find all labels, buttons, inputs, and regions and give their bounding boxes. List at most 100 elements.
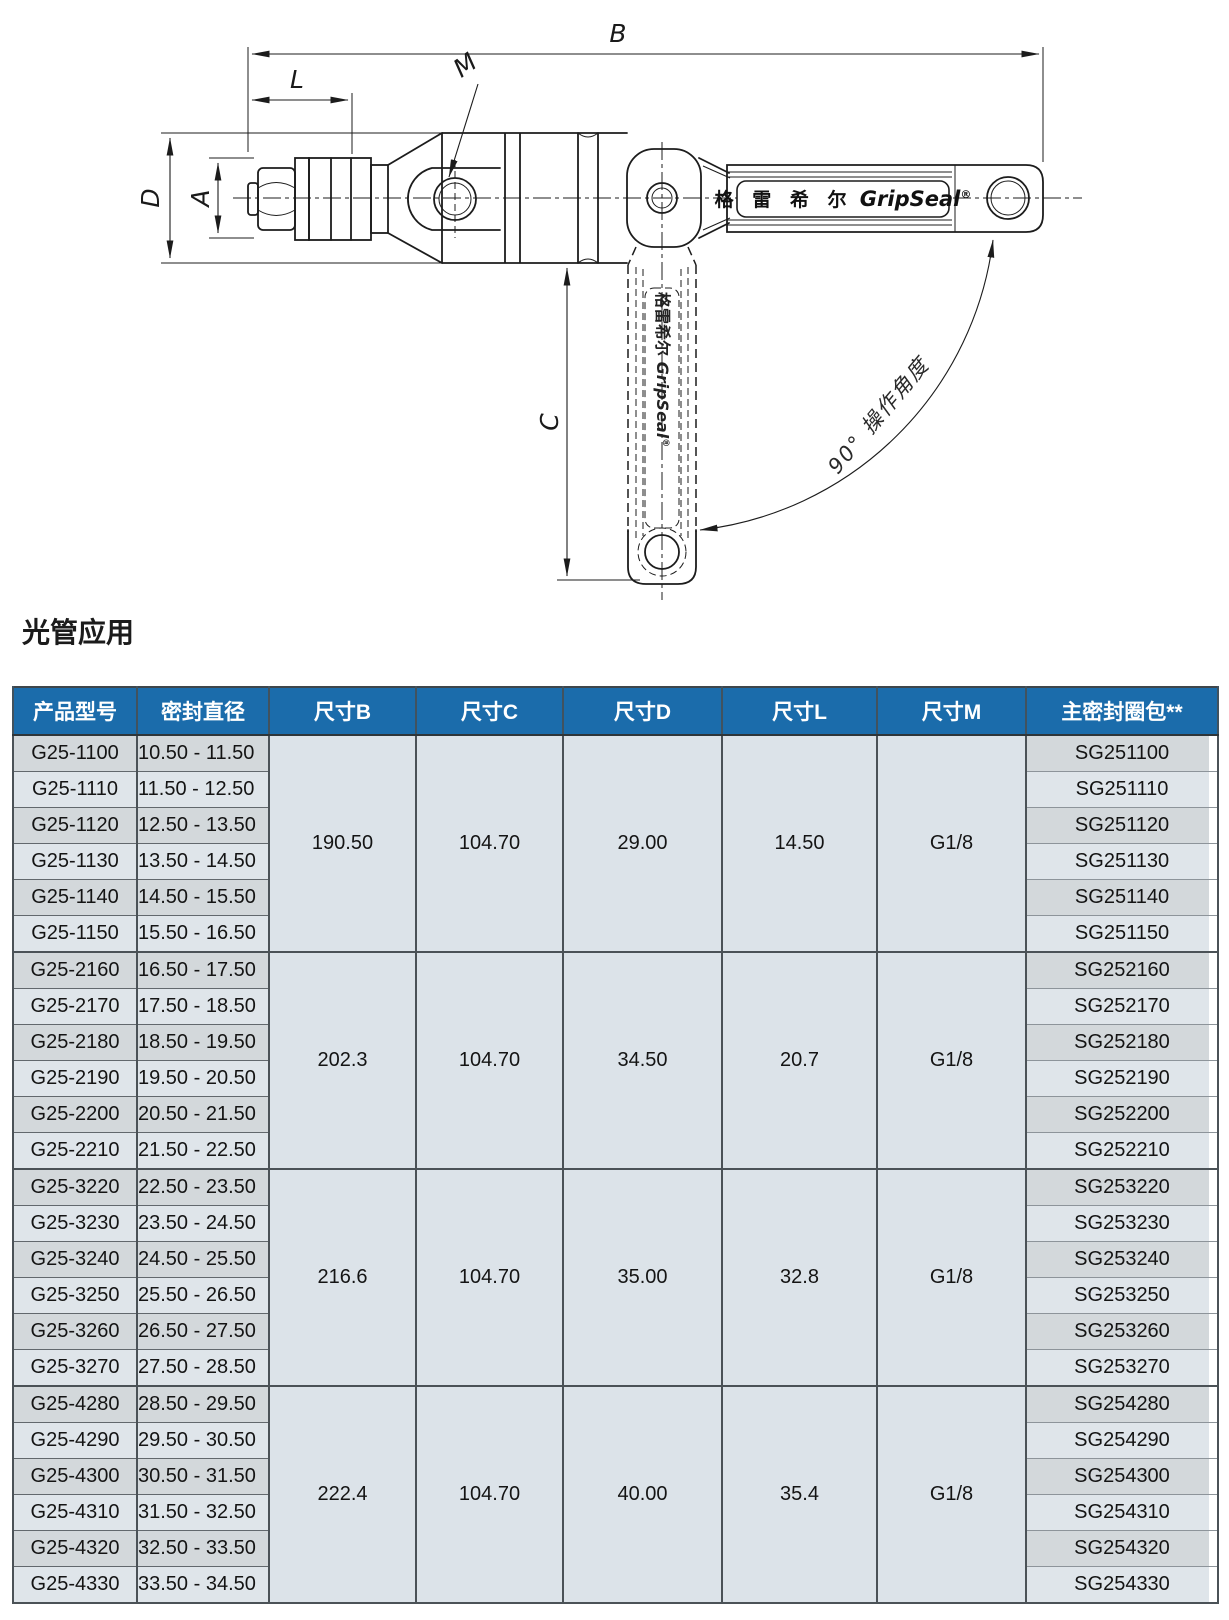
- dim-d-cell: 40.00: [562, 1385, 723, 1604]
- seal-kit-cell: SG251150: [1025, 915, 1219, 953]
- diameter-cell: 14.50 - 15.50: [136, 879, 270, 916]
- model-cell: G25-4300: [12, 1458, 138, 1495]
- leader-line-M: [448, 83, 479, 178]
- dim-l-cell: 14.50: [721, 734, 878, 953]
- dim-d-cell: 34.50: [562, 951, 723, 1170]
- model-cell: G25-4310: [12, 1494, 138, 1531]
- pivot-head: [626, 148, 702, 248]
- vertical-handle-text-en: GripSeal: [653, 356, 672, 439]
- diameter-cell: 20.50 - 21.50: [136, 1096, 270, 1133]
- model-cell: G25-4290: [12, 1422, 138, 1459]
- seal-kit-cell: SG252210: [1025, 1132, 1219, 1170]
- dim-label-L: L: [290, 65, 304, 94]
- dim-label-B: B: [609, 19, 626, 48]
- column-header-7: 主密封圈包**: [1025, 687, 1219, 736]
- dim-c-cell: 104.70: [415, 1385, 564, 1604]
- dim-c-cell: 104.70: [415, 1168, 564, 1387]
- seal-kit-cell: SG251140: [1025, 879, 1219, 916]
- logo-text-cn: 格 雷 希 尔: [715, 188, 853, 211]
- seal-kit-cell: SG253260: [1025, 1313, 1219, 1350]
- handle-taper-inner: [702, 165, 731, 231]
- pivot-pin-outer: [646, 182, 678, 214]
- diameter-cell: 31.50 - 32.50: [136, 1494, 270, 1531]
- model-cell: G25-3250: [12, 1277, 138, 1314]
- diameter-cell: 28.50 - 29.50: [136, 1385, 270, 1423]
- seal-kit-cell: SG254300: [1025, 1458, 1219, 1495]
- seal-kit-cell: SG253240: [1025, 1241, 1219, 1278]
- model-cell: G25-1140: [12, 879, 138, 916]
- diameter-cell: 11.50 - 12.50: [136, 771, 270, 808]
- seal-kit-cell: SG254330: [1025, 1566, 1219, 1604]
- seal-kit-cell: SG251120: [1025, 807, 1219, 844]
- diameter-cell: 25.50 - 26.50: [136, 1277, 270, 1314]
- seal-kit-cell: SG253230: [1025, 1205, 1219, 1242]
- operation-angle-label: 90° 操作角度: [823, 352, 935, 478]
- dim-b-cell: 216.6: [268, 1168, 417, 1387]
- collar: [308, 157, 372, 241]
- clevis-eye: [407, 167, 501, 231]
- column-header-1: 密封直径: [136, 687, 270, 736]
- nose-flange: [294, 157, 310, 241]
- vertical-handle-registered-mark: ®: [660, 438, 670, 447]
- model-cell: G25-3230: [12, 1205, 138, 1242]
- technical-drawing: B L M D A C: [0, 0, 1229, 604]
- seal-kit-cell: SG254290: [1025, 1422, 1219, 1459]
- dim-label-C: C: [535, 413, 564, 431]
- dim-b-cell: 222.4: [268, 1385, 417, 1604]
- seal-kit-cell: SG253220: [1025, 1168, 1219, 1206]
- diameter-cell: 26.50 - 27.50: [136, 1313, 270, 1350]
- diameter-cell: 29.50 - 30.50: [136, 1422, 270, 1459]
- model-cell: G25-3220: [12, 1168, 138, 1206]
- seal-kit-cell: SG253250: [1025, 1277, 1219, 1314]
- diameter-cell: 27.50 - 28.50: [136, 1349, 270, 1387]
- dim-c-cell: 104.70: [415, 951, 564, 1170]
- seal-kit-cell: SG252170: [1025, 988, 1219, 1025]
- vertical-handle-sides: [627, 265, 697, 532]
- pivot-pin-inner: [651, 187, 673, 209]
- dim-b-cell: 202.3: [268, 951, 417, 1170]
- body-groove-lines: [577, 132, 599, 264]
- vertical-handle-plate: [644, 287, 680, 529]
- handle-end-hole-inner: [990, 180, 1026, 216]
- hex-nut: [257, 167, 296, 231]
- column-header-6: 尺寸M: [876, 687, 1027, 736]
- seal-kit-cell: SG251110: [1025, 771, 1219, 808]
- clevis-taper-top: [387, 132, 443, 166]
- seal-kit-cell: SG252180: [1025, 1024, 1219, 1061]
- vertical-handle-neck: [627, 246, 697, 266]
- diameter-cell: 16.50 - 17.50: [136, 951, 270, 989]
- dim-label-M: M: [448, 47, 482, 83]
- body-groove-curves: [577, 132, 599, 264]
- handle-end-hole-outer: [986, 176, 1030, 220]
- vertical-handle-inner-lines: [635, 267, 689, 538]
- dim-b-cell: 190.50: [268, 734, 417, 953]
- column-header-5: 尺寸L: [721, 687, 878, 736]
- section-title: 光管应用: [22, 617, 135, 648]
- seal-kit-cell: SG252200: [1025, 1096, 1219, 1133]
- vertical-handle-text: 格雷希尔 GripSeal®: [653, 292, 672, 447]
- clevis-body-block: [441, 132, 628, 264]
- diameter-cell: 17.50 - 18.50: [136, 988, 270, 1025]
- seal-kit-cell: SG254320: [1025, 1530, 1219, 1567]
- dim-l-cell: 20.7: [721, 951, 878, 1170]
- vertical-handle-hole: [644, 534, 680, 570]
- dim-d-cell: 35.00: [562, 1168, 723, 1387]
- diameter-cell: 32.50 - 33.50: [136, 1530, 270, 1567]
- logo-text-en: GripSeal: [852, 187, 961, 211]
- model-cell: G25-3260: [12, 1313, 138, 1350]
- dim-c-cell: 104.70: [415, 734, 564, 953]
- column-header-3: 尺寸C: [415, 687, 564, 736]
- diameter-cell: 21.50 - 22.50: [136, 1132, 270, 1170]
- dim-m-cell: G1/8: [876, 951, 1027, 1170]
